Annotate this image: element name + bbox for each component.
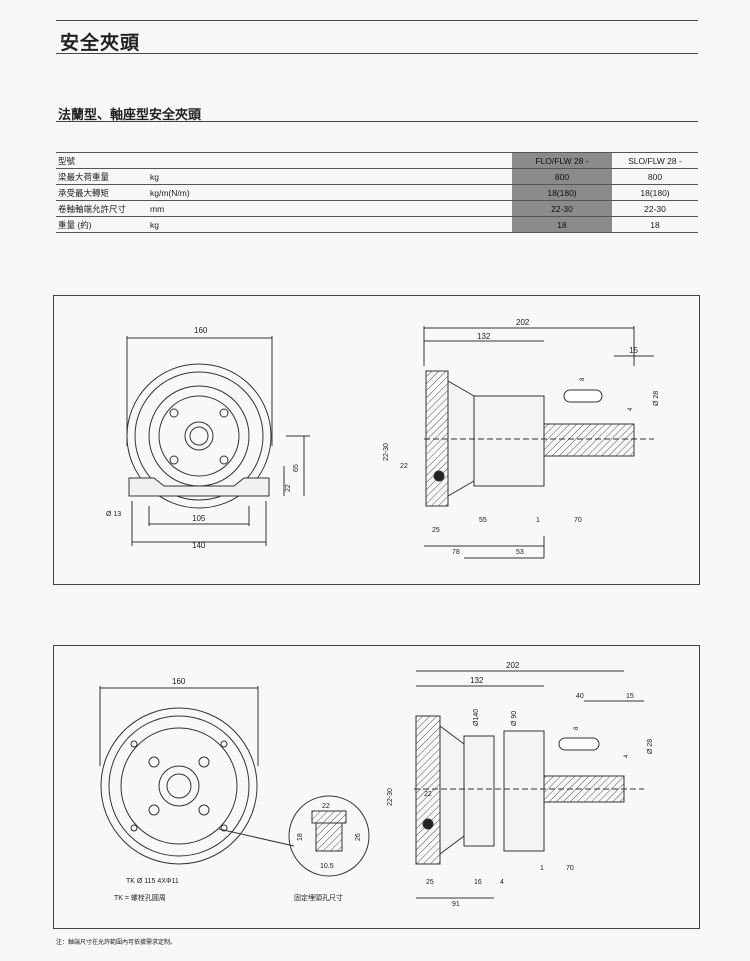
title-top-rule — [56, 20, 698, 21]
dim-side-22: 22 — [400, 463, 408, 470]
detail-26: 26 — [355, 833, 362, 841]
dim-side-bore: 22-30 — [383, 443, 390, 461]
table-row: 承受最大轉矩 kg/m(N/m) 18(180) 18(180) — [56, 184, 698, 201]
detail-18: 18 — [297, 833, 304, 841]
dim2-shaft: Ø 28 — [647, 739, 654, 754]
dim2-1: 1 — [540, 865, 544, 872]
dim-front-hole: Ø 13 — [106, 511, 121, 518]
dim-side-1: 1 — [536, 517, 540, 524]
footnote: 注：軸端尺寸在允許範圍內可依據需求定制。 — [56, 940, 177, 946]
dim-front-h2: 22 — [285, 484, 292, 492]
side-view-2 — [414, 670, 644, 899]
dim2-132: 132 — [470, 676, 484, 685]
section-rule — [56, 121, 698, 122]
dim2-4: 4 — [500, 879, 504, 886]
dim-side-tol: 8 — [580, 377, 586, 381]
dim2-tol: 8 — [574, 726, 580, 730]
dim2-16: 16 — [474, 879, 482, 886]
table-header-row: 型號 FLO/FLW 28 - SLO/FLW 28 - — [56, 152, 698, 169]
dim-front2-width: 160 — [172, 677, 186, 686]
spec-table: 型號 FLO/FLW 28 - SLO/FLW 28 - 梁最大荷重量 kg 8… — [56, 152, 698, 233]
drawing-1: 160 105 140 Ø 13 65 22 202 132 15 Ø 28 8… — [106, 318, 660, 559]
dim2-90: Ø 90 — [511, 711, 518, 726]
dim-front-base: 105 — [192, 514, 206, 523]
table-row: 梁最大荷重量 kg 800 800 — [56, 168, 698, 185]
dim2-15: 15 — [626, 693, 634, 700]
dim-side-total: 202 — [516, 318, 530, 327]
dim-side-key: 4 — [628, 407, 634, 411]
front-view — [126, 336, 310, 546]
front2-legend: TK = 螺栓孔圓周 — [114, 893, 166, 902]
diagram-flange-chuck: 160 105 140 Ø 13 65 22 202 132 15 Ø 28 8… — [53, 295, 700, 585]
side-view — [423, 326, 654, 559]
dim-side-shaft: Ø 28 — [653, 391, 660, 406]
dim-side-55: 55 — [479, 517, 487, 524]
detail-caption: 固定埋頭孔尺寸 — [294, 893, 343, 902]
header-slo: SLO/FLW 28 - — [612, 152, 698, 169]
dim2-140: Ø140 — [473, 709, 480, 726]
dim2-total: 202 — [506, 661, 520, 670]
dim-front-height: 65 — [293, 464, 300, 472]
dim-side-78: 78 — [452, 549, 460, 556]
dim-side-15: 15 — [629, 346, 638, 355]
detail-105: 10.5 — [320, 863, 334, 870]
dim2-25: 25 — [426, 879, 434, 886]
table-row: 卷軸軸端允許尺寸 mm 22-30 22-30 — [56, 200, 698, 217]
dim-front-base-total: 140 — [192, 541, 206, 550]
drawing-2: 160 TK Ø 115 4XΦ11 TK = 螺栓孔圓周 22 18 26 1… — [99, 661, 654, 908]
dim2-70: 70 — [566, 865, 574, 872]
dim-front-width: 160 — [194, 326, 208, 335]
header-flo: FLO/FLW 28 - — [512, 152, 612, 169]
detail-22: 22 — [322, 803, 330, 810]
dim2-40: 40 — [576, 693, 584, 700]
dim-side-25: 25 — [432, 527, 440, 534]
dim2-key: 4 — [624, 754, 630, 758]
title-bottom-rule — [56, 53, 698, 54]
header-model: 型號 — [56, 152, 148, 169]
front2-pcd: TK Ø 115 4XΦ11 — [126, 878, 179, 885]
diagram-bearing-chuck: 160 TK Ø 115 4XΦ11 TK = 螺栓孔圓周 22 18 26 1… — [53, 645, 700, 929]
page-title: 安全夾頭 — [60, 33, 141, 54]
dim-side-70: 70 — [574, 517, 582, 524]
section-title: 法蘭型、軸座型安全夾頭 — [58, 107, 202, 122]
dim2-22: 22 — [424, 791, 432, 798]
table-row: 重量 (約) kg 18 18 — [56, 216, 698, 233]
dim2-91: 91 — [452, 901, 460, 908]
dim-side-53: 53 — [516, 549, 524, 556]
front-view-2 — [99, 686, 370, 877]
dim-side-132: 132 — [477, 332, 491, 341]
dim2-bore: 22-30 — [387, 788, 394, 806]
